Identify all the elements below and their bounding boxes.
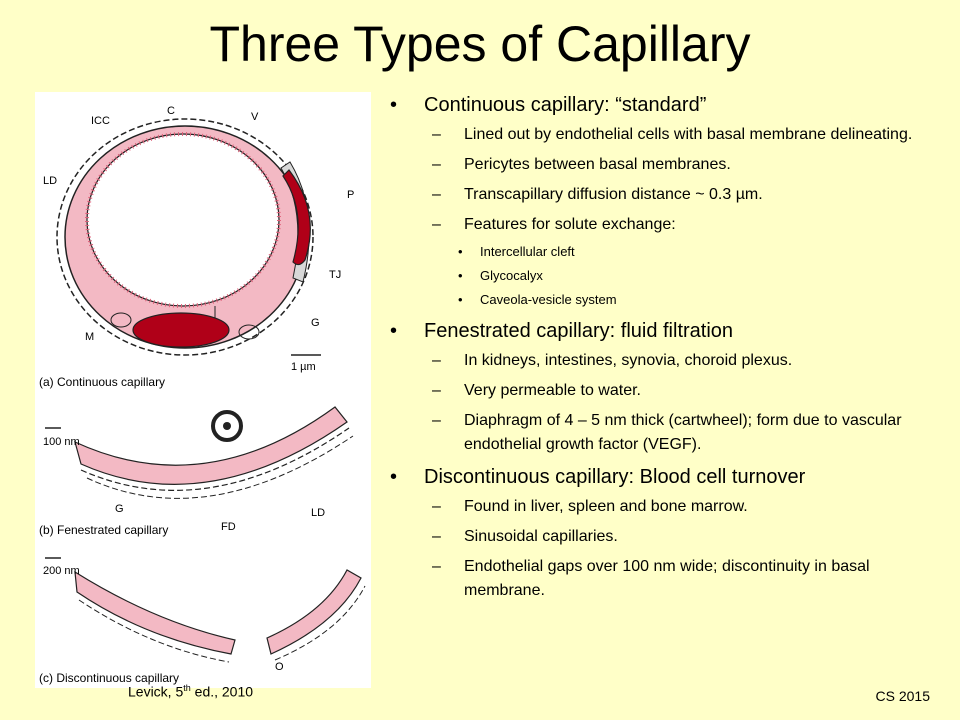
- continuous-item: Pericytes between basal membranes.: [390, 153, 950, 177]
- scale-a: 1 µm: [291, 361, 316, 373]
- fenestrated-item: In kidneys, intestines, synovia, choroid…: [390, 349, 950, 373]
- capillary-figure: ICC C V LD P TJ G M 1 µm (a) Continuous …: [35, 92, 371, 688]
- credit-rest: ed., 2010: [190, 683, 254, 700]
- label-v: V: [251, 111, 259, 123]
- solute-feature: Glycocalyx: [390, 267, 950, 285]
- section-heading-continuous: Continuous capillary: “standard”: [390, 93, 950, 117]
- footer-text: CS 2015: [875, 688, 930, 704]
- label-p: P: [347, 189, 354, 201]
- bullet-list: Continuous capillary: “standard” Lined o…: [390, 93, 950, 609]
- credit-sup: th: [183, 683, 191, 693]
- slide-title: Three Types of Capillary: [209, 16, 751, 72]
- solute-feature: Caveola-vesicle system: [390, 291, 950, 309]
- label-ld: LD: [43, 175, 57, 187]
- fenestrated-item: Diaphragm of 4 – 5 nm thick (cartwheel);…: [390, 409, 950, 457]
- discontinuous-item: Sinusoidal capillaries.: [390, 525, 950, 549]
- label-ld-b: LD: [311, 507, 325, 519]
- label-c: C: [167, 105, 175, 117]
- figure-credit: Levick, 5th ed., 2010: [128, 683, 253, 700]
- label-g-b: G: [115, 503, 124, 515]
- continuous-item: Transcapillary diffusion distance ~ 0.3 …: [390, 183, 950, 207]
- section-heading-discontinuous: Discontinuous capillary: Blood cell turn…: [390, 465, 950, 489]
- continuous-item: Lined out by endothelial cells with basa…: [390, 123, 950, 147]
- capillary-diagram: ICC C V LD P TJ G M 1 µm (a) Continuous …: [39, 105, 366, 685]
- scale-c: 200 nm: [43, 565, 80, 577]
- continuous-capillary-drawing: [56, 118, 314, 356]
- credit-author: Levick, 5: [128, 683, 184, 700]
- discontinuous-capillary-drawing: [45, 557, 366, 663]
- discontinuous-item: Found in liver, spleen and bone marrow.: [390, 495, 950, 519]
- discontinuous-item: Endothelial gaps over 100 nm wide; disco…: [390, 555, 950, 603]
- label-o: O: [275, 661, 284, 673]
- caption-a: (a) Continuous capillary: [39, 375, 165, 389]
- fenestrated-capillary-drawing: [45, 406, 354, 499]
- caption-b: (b) Fenestrated capillary: [39, 523, 168, 537]
- solute-feature: Intercellular cleft: [390, 243, 950, 261]
- label-icc: ICC: [91, 115, 110, 127]
- label-g: G: [311, 317, 320, 329]
- section-heading-fenestrated: Fenestrated capillary: fluid filtration: [390, 319, 950, 343]
- fenestrated-item: Very permeable to water.: [390, 379, 950, 403]
- label-m: M: [85, 331, 94, 343]
- scale-b: 100 nm: [43, 436, 80, 448]
- label-fd: FD: [221, 521, 236, 533]
- continuous-item: Features for solute exchange:: [390, 213, 950, 237]
- caption-c: (c) Discontinuous capillary: [39, 671, 179, 685]
- label-tj: TJ: [329, 269, 341, 281]
